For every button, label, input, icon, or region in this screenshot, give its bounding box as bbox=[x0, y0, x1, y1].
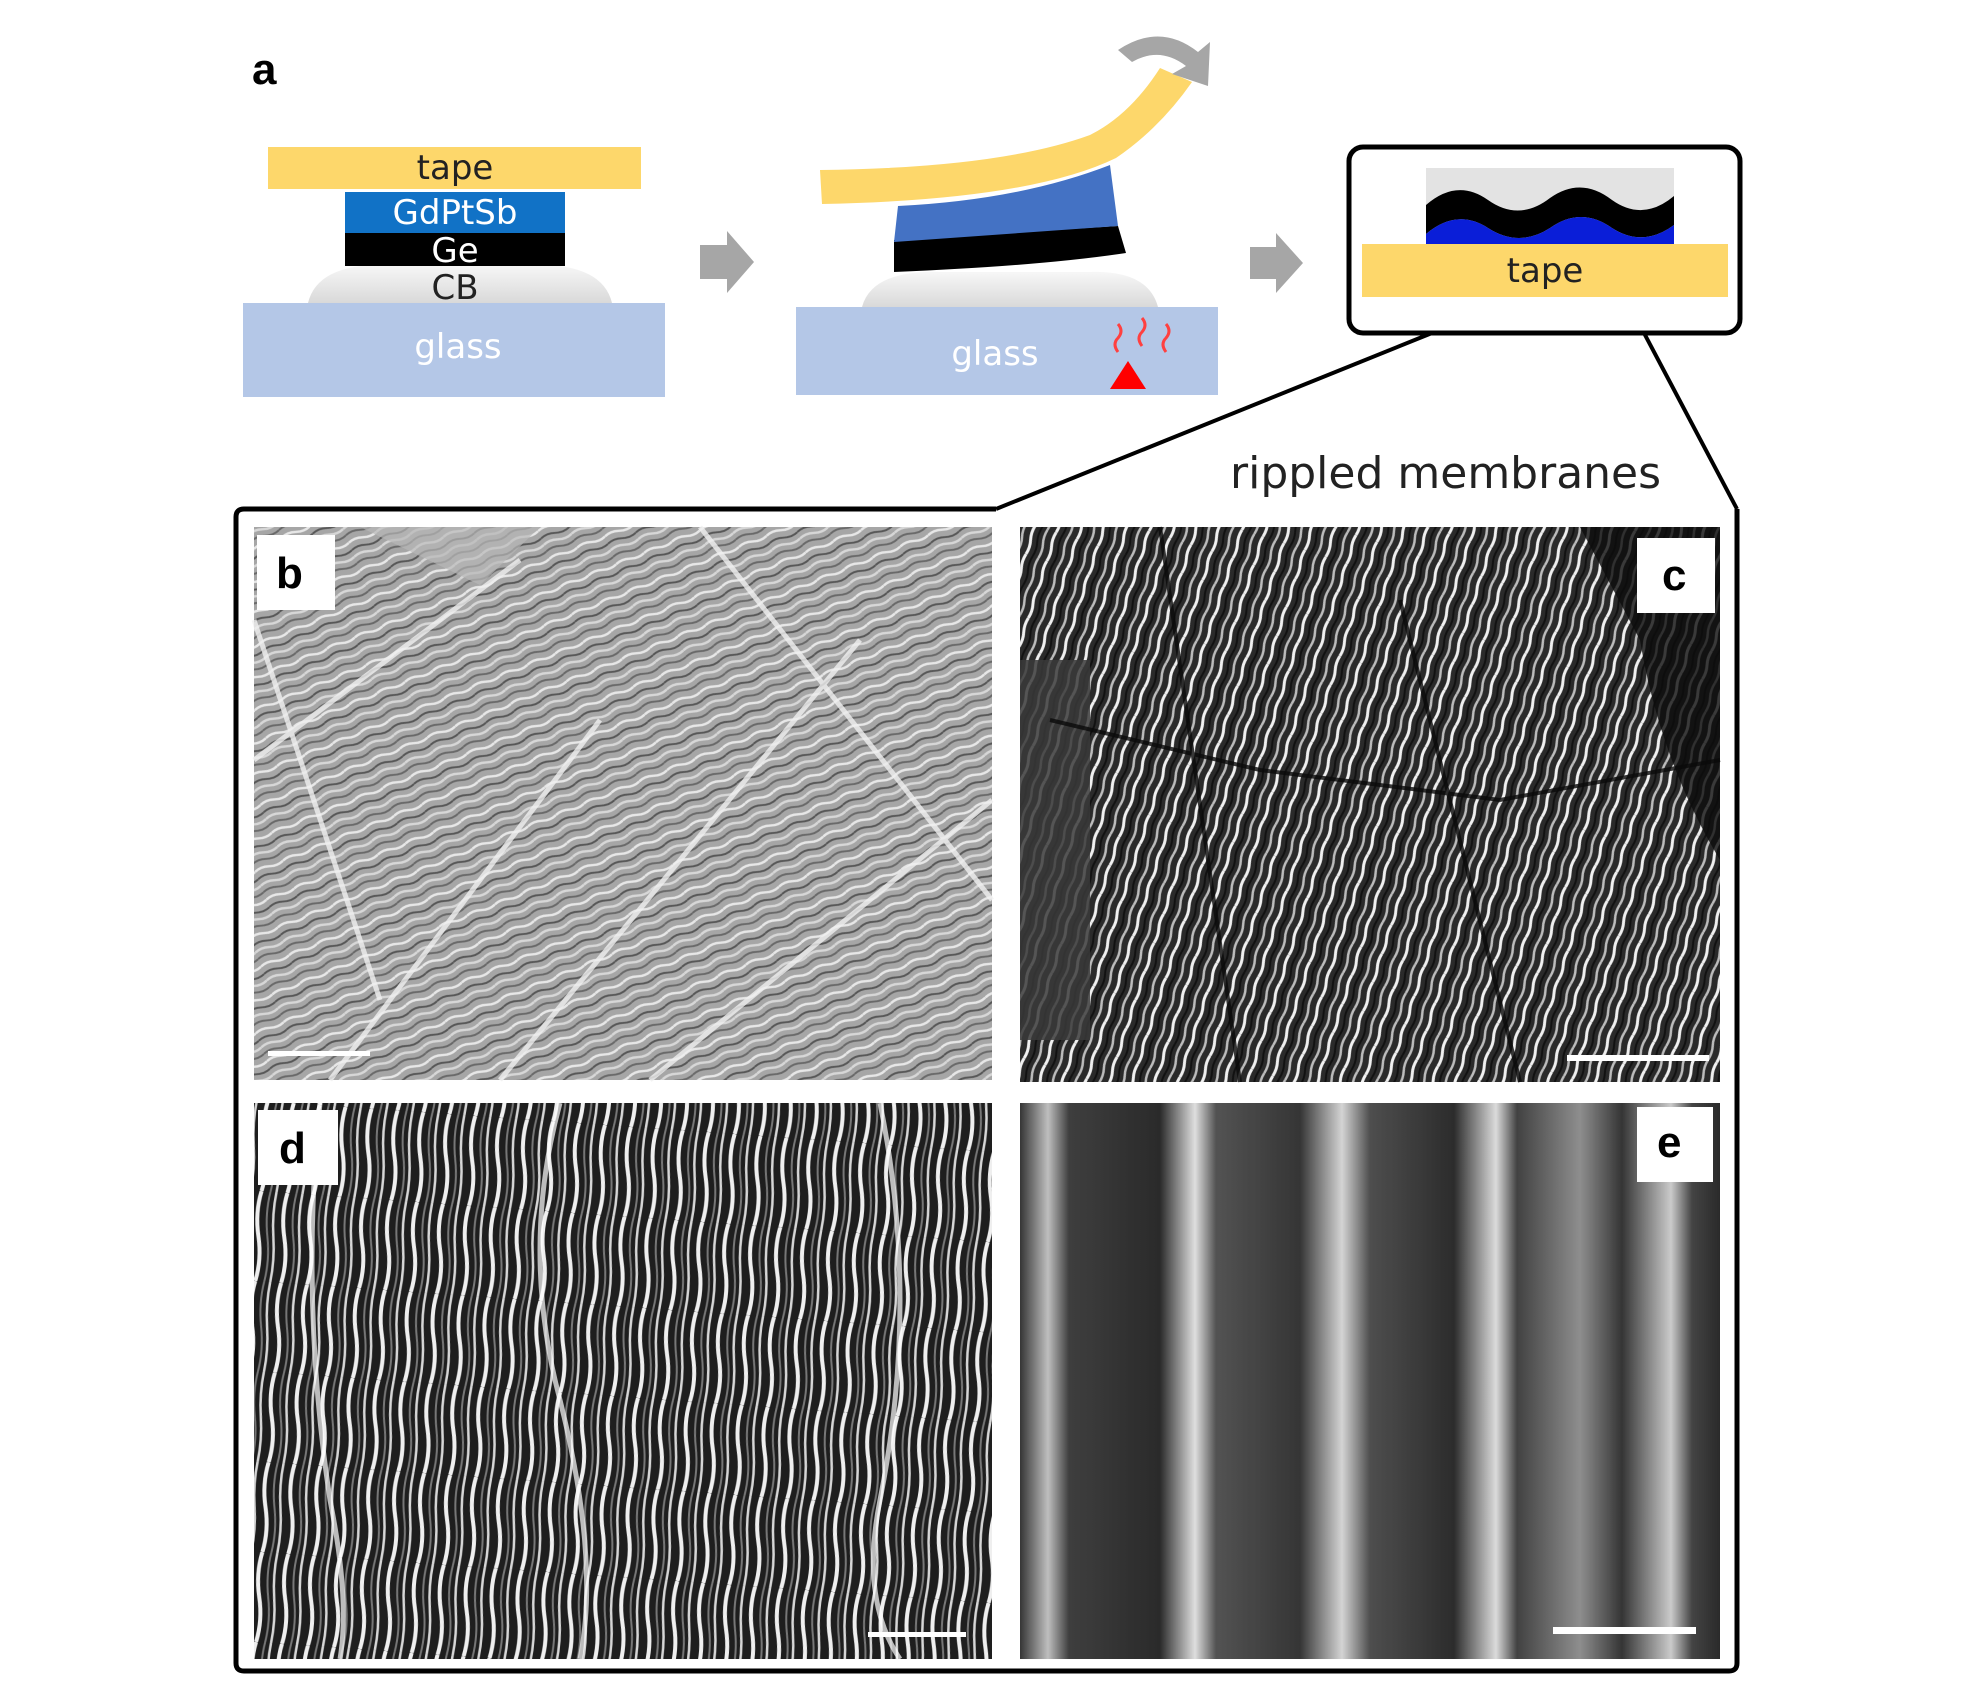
micrograph-frame bbox=[233, 506, 1740, 1674]
gdptsb-layer-2 bbox=[894, 165, 1118, 242]
tape-layer-1 bbox=[268, 147, 641, 189]
process-arrow-1 bbox=[700, 231, 754, 293]
micrograph-b: b bbox=[251, 525, 994, 1082]
panel-label-d: d bbox=[279, 1124, 306, 1173]
cb-label: CB bbox=[431, 268, 478, 308]
glass-substrate-2 bbox=[796, 307, 1218, 395]
scale-bar-b bbox=[268, 1051, 370, 1056]
glass-substrate-1 bbox=[243, 303, 665, 397]
gdptsb-layer-1 bbox=[345, 192, 565, 233]
micrograph-c: c bbox=[1020, 526, 1721, 1083]
zoom-line-right bbox=[1642, 332, 1739, 510]
micrograph-e: e bbox=[1020, 1103, 1720, 1659]
ripple-gdptsb-layer bbox=[1426, 217, 1674, 246]
panel-label-a: a bbox=[252, 45, 277, 94]
glass-label-1: glass bbox=[414, 327, 501, 367]
heat-icon bbox=[1110, 317, 1171, 389]
rippled-membrane-inset: tape bbox=[1346, 144, 1743, 336]
tape-label-1: tape bbox=[417, 148, 494, 188]
ge-label: Ge bbox=[431, 231, 478, 271]
tape-layer-3 bbox=[1362, 244, 1728, 297]
zoom-line-left bbox=[995, 331, 1433, 511]
panel-label-b: b bbox=[276, 549, 303, 598]
stack-step-2: glass bbox=[796, 36, 1218, 395]
peel-direction-arrow bbox=[1118, 36, 1210, 86]
glass-label-2: glass bbox=[951, 334, 1038, 374]
stack-step-1: glass CB Ge GdPtSb tape bbox=[243, 147, 665, 397]
tape-label-3: tape bbox=[1507, 251, 1584, 291]
ripple-ge-layer bbox=[1426, 187, 1674, 238]
gdptsb-label: GdPtSb bbox=[393, 193, 518, 233]
tape-layer-2 bbox=[820, 68, 1192, 204]
micrograph-d: d bbox=[254, 1102, 992, 1661]
cb-layer-1 bbox=[308, 264, 612, 303]
scale-bar-e bbox=[1553, 1627, 1696, 1634]
scale-bar-d bbox=[868, 1632, 966, 1637]
caption-rippled-membranes: rippled membranes bbox=[1230, 448, 1661, 499]
panel-label-c: c bbox=[1662, 551, 1686, 600]
ge-layer-1 bbox=[345, 232, 565, 266]
panel-label-e: e bbox=[1657, 1118, 1681, 1167]
scale-bar-c bbox=[1567, 1055, 1709, 1061]
process-arrow-2 bbox=[1250, 233, 1303, 293]
cb-layer-2 bbox=[862, 271, 1158, 307]
